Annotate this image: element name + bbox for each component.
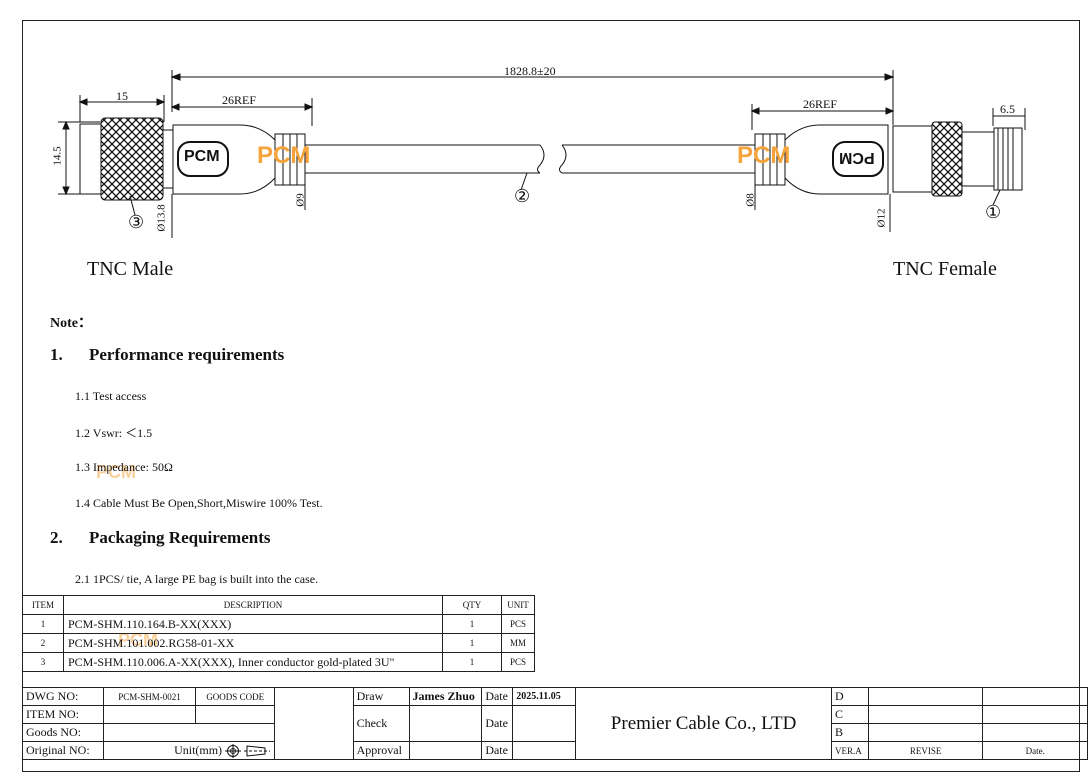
check-date bbox=[512, 705, 577, 742]
date-label: Date bbox=[481, 687, 514, 706]
right-ref-dim: 26REF bbox=[803, 97, 838, 111]
bom-cell-item: 3 bbox=[22, 652, 64, 672]
bom-header-qty: QTY bbox=[442, 595, 502, 615]
bom-cell-desc: PCM-SHM.101.002.RG58-01-XX bbox=[63, 633, 443, 653]
rev-cell bbox=[982, 723, 1088, 742]
rev-c: C bbox=[830, 705, 869, 724]
goods-no-value bbox=[102, 723, 276, 742]
unit-cell: Unit(mm) bbox=[102, 741, 276, 760]
bom-cell-qty: 1 bbox=[442, 652, 502, 672]
check-date-label: Date bbox=[481, 705, 514, 742]
callout-1: ① bbox=[985, 202, 1002, 222]
overall-length-dim: 1828.8±20 bbox=[504, 64, 556, 78]
rev-cell bbox=[982, 705, 1088, 724]
bom-table: ITEM DESCRIPTION QTY UNIT 1 PCM-SHM.110.… bbox=[22, 595, 535, 672]
drawing-frame bbox=[22, 20, 1080, 772]
note-1-2: 1.2 Vswr: ＜1.5 bbox=[75, 426, 153, 440]
item-no-value bbox=[102, 705, 197, 724]
company-name: Premier Cable Co., LTD bbox=[575, 687, 832, 760]
goods-no-label: Goods NO: bbox=[22, 723, 104, 742]
left-ref-dim: 26REF bbox=[222, 93, 257, 107]
left-boot-dia-dim: Ø9 bbox=[294, 193, 307, 207]
bom-cell-item: 1 bbox=[22, 614, 64, 634]
table-row: 3 PCM-SHM.110.006.A-XX(XXX), Inner condu… bbox=[22, 652, 535, 672]
projection-symbol-icon bbox=[225, 744, 271, 759]
note-1-1: 1.1 Test access bbox=[75, 389, 147, 403]
bom-header-item: ITEM bbox=[22, 595, 64, 615]
approval-date bbox=[512, 741, 577, 760]
bom-cell-unit: MM bbox=[501, 633, 535, 653]
height-dim: 14.5 bbox=[51, 146, 64, 166]
drawer-name: James Zhuo bbox=[408, 687, 483, 706]
draw-date: 2025.11.05 bbox=[512, 687, 577, 706]
revise-label: REVISE bbox=[867, 741, 984, 760]
table-row: 1 PCM-SHM.110.164.B-XX(XXX) 1 PCS bbox=[22, 614, 535, 634]
original-no-label: Original NO: bbox=[22, 741, 104, 760]
female-tip-dim: 6.5 bbox=[1000, 102, 1015, 116]
right-boot-logo: PCM bbox=[839, 149, 875, 166]
bom-cell-unit: PCS bbox=[501, 652, 535, 672]
note-1-4: 1.4 Cable Must Be Open,Short,Miswire 100… bbox=[75, 496, 323, 510]
check-label: Check bbox=[352, 705, 410, 742]
rev-cell bbox=[867, 705, 984, 724]
approval-value bbox=[408, 741, 483, 760]
bom-cell-desc: PCM-SHM.110.006.A-XX(XXX), Inner conduct… bbox=[63, 652, 443, 672]
sec1-title: Performance requirements bbox=[89, 345, 285, 364]
callout-3: ③ bbox=[128, 212, 145, 232]
watermark-left: PCM bbox=[257, 142, 311, 169]
note-2-1: 2.1 1PCS/ tie, A large PE bag is built i… bbox=[75, 572, 319, 586]
sec2-title: Packaging Requirements bbox=[89, 528, 271, 547]
watermark-notes: PCM bbox=[96, 462, 136, 482]
left-connector-label: TNC Male bbox=[87, 258, 174, 280]
draw-label: Draw bbox=[352, 687, 410, 706]
goods-code-label: GOODS CODE bbox=[195, 687, 276, 706]
bom-cell-unit: PCS bbox=[501, 614, 535, 634]
cable-drawing bbox=[58, 70, 1026, 238]
right-boot-dia-dim: Ø8 bbox=[744, 193, 757, 207]
rev-b: B bbox=[830, 723, 869, 742]
callout-2: ② bbox=[514, 186, 531, 206]
bom-cell-qty: 1 bbox=[442, 614, 502, 634]
bom-header-unit: UNIT bbox=[501, 595, 535, 615]
bom-header-row: ITEM DESCRIPTION QTY UNIT bbox=[22, 595, 535, 615]
approval-label: Approval bbox=[352, 741, 410, 760]
blank-cell bbox=[274, 687, 354, 760]
bom-header-desc: DESCRIPTION bbox=[63, 595, 443, 615]
title-block: DWG NO: PCM-SHM-0021 GOODS CODE Draw Jam… bbox=[22, 687, 1088, 760]
note-title: Note： bbox=[50, 316, 92, 331]
item-no-label: ITEM NO: bbox=[22, 705, 104, 724]
bom-cell-desc: PCM-SHM.110.164.B-XX(XXX) bbox=[63, 614, 443, 634]
bom-cell-item: 2 bbox=[22, 633, 64, 653]
date-col-label: Date. bbox=[982, 741, 1088, 760]
left-boot-logo: PCM bbox=[184, 148, 220, 165]
item-no-extra bbox=[195, 705, 276, 724]
rev-cell bbox=[867, 687, 984, 706]
bom-cell-qty: 1 bbox=[442, 633, 502, 653]
dwg-no-label: DWG NO: bbox=[22, 687, 104, 706]
male-dia-dim: Ø13.8 bbox=[155, 204, 168, 232]
approval-date-label: Date bbox=[481, 741, 514, 760]
unit-label: Unit(mm) bbox=[174, 742, 223, 757]
rev-cell bbox=[867, 723, 984, 742]
ver-label: VER.A bbox=[830, 741, 869, 760]
rev-cell bbox=[982, 687, 1088, 706]
male-length-dim: 15 bbox=[116, 89, 128, 103]
sec1-num: 1. bbox=[50, 345, 63, 364]
female-dia-dim: Ø12 bbox=[875, 208, 888, 228]
watermark-right: PCM bbox=[737, 142, 791, 169]
note-1-3: 1.3 Impedance: 50Ω bbox=[75, 460, 173, 474]
check-value bbox=[408, 705, 483, 742]
table-row: 2 PCM-SHM.101.002.RG58-01-XX 1 MM bbox=[22, 633, 535, 653]
right-connector-label: TNC Female bbox=[893, 258, 997, 280]
rev-d: D bbox=[830, 687, 869, 706]
dwg-no-value: PCM-SHM-0021 bbox=[102, 687, 197, 706]
sec2-num: 2. bbox=[50, 528, 63, 547]
